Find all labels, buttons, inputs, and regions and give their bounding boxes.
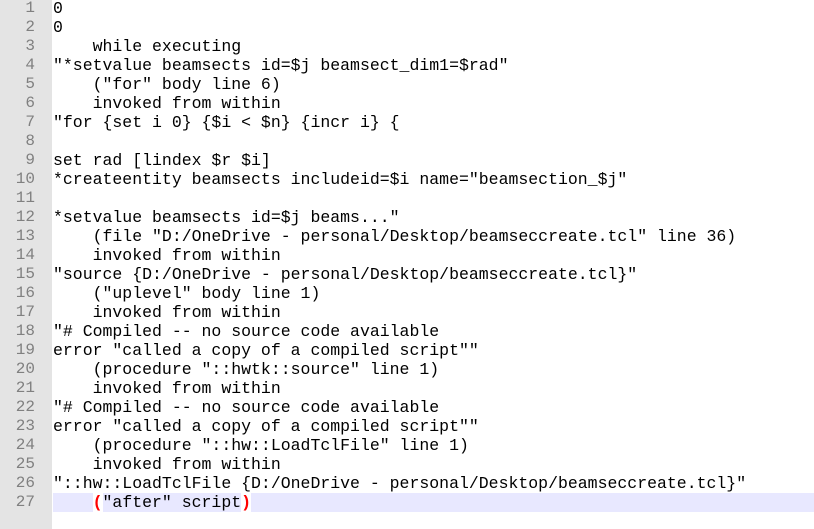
- line-number: 27: [15, 493, 35, 511]
- code-line[interactable]: 23 error "called a copy of a compiled scr…: [0, 417, 814, 436]
- line-number: 14: [15, 246, 35, 264]
- line-text[interactable]: ("uplevel" body line 1): [53, 284, 321, 303]
- line-text[interactable]: (procedure "::hw::LoadTclFile" line 1): [53, 436, 469, 455]
- code-line[interactable]: 22 "# Compiled -- no source code availabl…: [0, 398, 814, 417]
- line-text[interactable]: "source {D:/OneDrive - personal/Desktop/…: [53, 265, 638, 284]
- line-text[interactable]: invoked from within: [53, 94, 281, 113]
- code-line[interactable]: 19 error "called a copy of a compiled scr…: [0, 341, 814, 360]
- line-text[interactable]: error "called a copy of a compiled scrip…: [53, 341, 479, 360]
- line-text[interactable]: "::hw::LoadTclFile {D:/OneDrive - person…: [53, 474, 747, 493]
- code-line[interactable]: 20 (procedure "::hwtk::source" line 1): [0, 360, 814, 379]
- code-line[interactable]: 21 invoked from within: [0, 379, 814, 398]
- line-number: 18: [15, 322, 35, 340]
- line-number: 16: [15, 284, 35, 302]
- code-line[interactable]: 12 *setvalue beamsects id=$j beams...": [0, 208, 814, 227]
- code-line[interactable]: 6 invoked from within: [0, 94, 814, 113]
- line-number: 26: [15, 474, 35, 492]
- line-text[interactable]: "*setvalue beamsects id=$j beamsect_dim1…: [53, 56, 509, 75]
- line-text[interactable]: invoked from within: [53, 379, 281, 398]
- line-text[interactable]: "for {set i 0} {$i < $n} {incr i} {: [53, 113, 400, 132]
- line-number: 24: [15, 436, 35, 454]
- code-line[interactable]: 10 *createentity beamsects includeid=$i n…: [0, 170, 814, 189]
- code-line[interactable]: 26 "::hw::LoadTclFile {D:/OneDrive - pers…: [0, 474, 814, 493]
- code-line[interactable]: 17 invoked from within: [0, 303, 814, 322]
- code-line[interactable]: 11: [0, 189, 814, 208]
- line-text[interactable]: (procedure "::hwtk::source" line 1): [53, 360, 440, 379]
- code-line[interactable]: 18 "# Compiled -- no source code availabl…: [0, 322, 814, 341]
- line-inner-text: "after" script: [102, 493, 242, 512]
- line-number: 22: [15, 398, 35, 416]
- line-number: 17: [15, 303, 35, 321]
- matched-close-paren: ): [241, 493, 252, 512]
- code-line[interactable]: 9 set rad [lindex $r $i]: [0, 151, 814, 170]
- code-line[interactable]: 4 "*setvalue beamsects id=$j beamsect_dim…: [0, 56, 814, 75]
- line-text[interactable]: set rad [lindex $r $i]: [53, 151, 271, 170]
- current-code-line[interactable]: 27 ("after" script): [0, 493, 814, 512]
- line-number: 23: [15, 417, 35, 435]
- line-number: 20: [15, 360, 35, 378]
- code-line[interactable]: 16 ("uplevel" body line 1): [0, 284, 814, 303]
- line-number: 7: [25, 113, 35, 131]
- line-number: 11: [15, 189, 35, 207]
- line-number: 12: [15, 208, 35, 226]
- matched-open-paren: (: [92, 493, 103, 512]
- line-number: 15: [15, 265, 35, 283]
- line-number: 19: [15, 341, 35, 359]
- line-number-gutter: [0, 0, 52, 529]
- line-text[interactable]: "# Compiled -- no source code available: [53, 398, 440, 417]
- line-number: 3: [25, 37, 35, 55]
- code-line[interactable]: 13 (file "D:/OneDrive - personal/Desktop…: [0, 227, 814, 246]
- line-number: 2: [25, 18, 35, 36]
- line-text[interactable]: 0: [53, 18, 63, 37]
- code-line[interactable]: 3 while executing: [0, 37, 814, 56]
- code-line[interactable]: 14 invoked from within: [0, 246, 814, 265]
- line-number: 5: [25, 75, 35, 93]
- line-text[interactable]: while executing: [53, 37, 242, 56]
- line-number: 13: [15, 227, 35, 245]
- code-line[interactable]: 8: [0, 132, 814, 151]
- line-text[interactable]: error "called a copy of a compiled scrip…: [53, 417, 479, 436]
- code-line[interactable]: 5 ("for" body line 6): [0, 75, 814, 94]
- line-number: 1: [25, 0, 35, 17]
- indent: [53, 493, 93, 512]
- line-number: 21: [15, 379, 35, 397]
- line-number: 9: [25, 151, 35, 169]
- line-number: 25: [15, 455, 35, 473]
- line-text[interactable]: ("for" body line 6): [53, 75, 281, 94]
- code-line[interactable]: 24 (procedure "::hw::LoadTclFile" line 1…: [0, 436, 814, 455]
- line-text[interactable]: *setvalue beamsects id=$j beams...": [53, 208, 400, 227]
- line-text[interactable]: ("after" script): [53, 493, 814, 512]
- line-number: 4: [25, 56, 35, 74]
- line-text[interactable]: "# Compiled -- no source code available: [53, 322, 440, 341]
- line-text[interactable]: invoked from within: [53, 246, 281, 265]
- line-text[interactable]: invoked from within: [53, 455, 281, 474]
- line-text[interactable]: 0: [53, 0, 63, 18]
- line-text[interactable]: *createentity beamsects includeid=$i nam…: [53, 170, 628, 189]
- line-number: 8: [25, 132, 35, 150]
- line-text[interactable]: (file "D:/OneDrive - personal/Desktop/be…: [53, 227, 737, 246]
- line-text[interactable]: invoked from within: [53, 303, 281, 322]
- code-line[interactable]: 25 invoked from within: [0, 455, 814, 474]
- line-number: 6: [25, 94, 35, 112]
- line-text[interactable]: [53, 132, 814, 151]
- line-text[interactable]: [53, 189, 814, 208]
- code-line[interactable]: 7 "for {set i 0} {$i < $n} {incr i} {: [0, 113, 814, 132]
- code-line[interactable]: 15 "source {D:/OneDrive - personal/Deskto…: [0, 265, 814, 284]
- line-number: 10: [15, 170, 35, 188]
